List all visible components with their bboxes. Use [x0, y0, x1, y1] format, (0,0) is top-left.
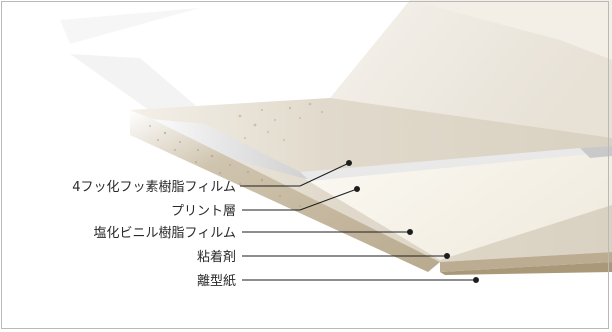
top-film-strip: [300, 146, 612, 181]
leader-print-layer-diag: [299, 188, 358, 211]
leader-pvc-film-dot: [407, 229, 413, 235]
sheet-right-edge: [440, 252, 612, 272]
label-release-paper: 離型紙: [197, 274, 236, 289]
leader-print-layer-dot: [354, 186, 360, 192]
label-fluoro-film: 4フッ化フッ素樹脂フィルム: [72, 180, 236, 195]
print-layer-surface: [300, 150, 612, 260]
label-print-layer: プリント層: [171, 204, 236, 219]
sheet-right-edge-lower: [440, 262, 612, 275]
leader-release-paper-dot: [473, 277, 479, 283]
leader-adhesive-dot: [444, 253, 450, 259]
background-block-top: [410, 0, 612, 60]
surface-texture: [238, 102, 323, 141]
left-film-top: [60, 8, 200, 44]
leader-lines: [240, 160, 479, 283]
leader-fluoro-film-diag: [299, 162, 350, 187]
edge-texture: [149, 125, 301, 207]
label-adhesive: 粘着剤: [197, 249, 236, 265]
fluoro-film-edge: [140, 118, 310, 180]
leader-fluoro-film-dot: [346, 160, 352, 166]
label-pvc-film: 塩化ビニル樹脂フィルム: [94, 226, 236, 241]
top-film-strip-shadow: [580, 146, 612, 158]
